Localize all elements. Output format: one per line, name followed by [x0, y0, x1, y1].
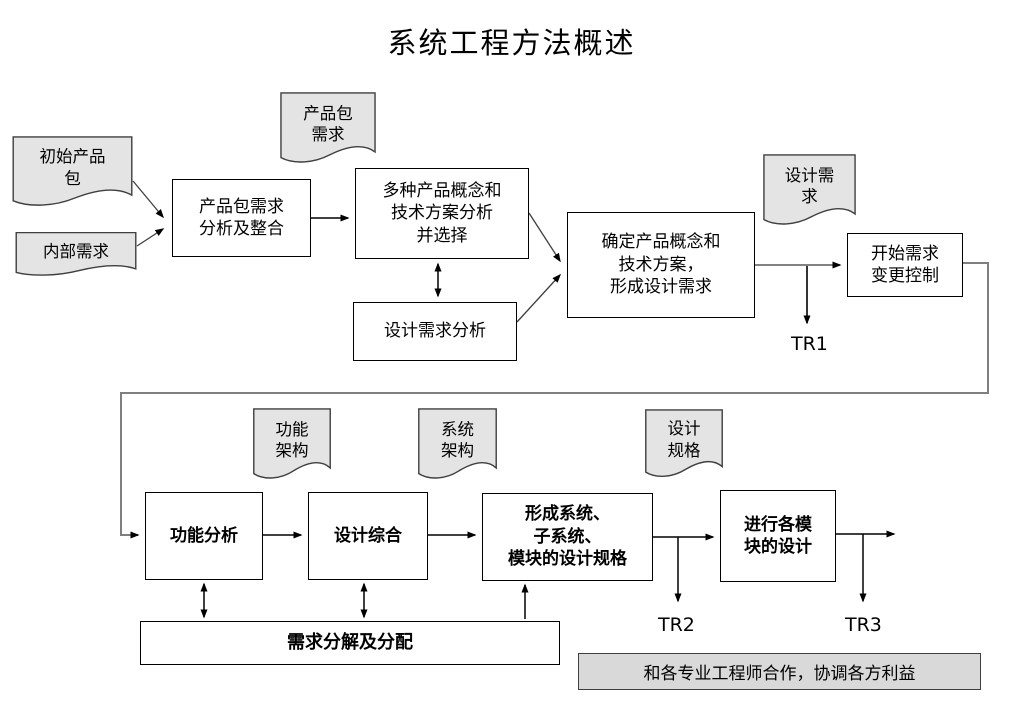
- box-label: 形成系统、: [525, 504, 610, 525]
- doc-design-requirements: 设计需 求: [763, 154, 856, 232]
- box-module-design: 进行各模 块的设计: [720, 490, 836, 582]
- doc-label: 设计需: [784, 165, 835, 185]
- box-start-change-control: 开始需求 变更控制: [847, 233, 963, 297]
- box-label: 块的设计: [744, 537, 812, 557]
- box-label: 技术方案，: [618, 254, 704, 275]
- document-shape-icon: [15, 232, 137, 280]
- box-label: 确定产品概念和: [601, 232, 721, 253]
- milestone-tr1: TR1: [791, 333, 828, 355]
- doc-label: 内部需求: [43, 241, 109, 261]
- doc-label: 产品包: [303, 103, 353, 123]
- box-label: 变更控制: [871, 266, 939, 286]
- doc-internal-requirements: 内部需求: [15, 232, 137, 280]
- box-form-specs: 形成系统、 子系统、 模块的设计规格: [482, 493, 653, 581]
- doc-label: 架构: [441, 440, 474, 460]
- document-shape-icon: [418, 408, 497, 486]
- box-label: 功能分析: [170, 525, 238, 546]
- box-label: 技术方案分析: [391, 203, 493, 224]
- box-concept-analysis: 多种产品概念和 技术方案分析 并选择: [355, 168, 529, 259]
- note-cooperate-engineers: 和各专业工程师合作，协调各方利益: [578, 653, 981, 690]
- box-confirm-concept: 确定产品概念和 技术方案， 形成设计需求: [567, 212, 755, 318]
- doc-label: 系统: [441, 419, 474, 439]
- box-label: 子系统、: [533, 526, 602, 547]
- arrow-concept-to-confirm: [528, 212, 561, 263]
- box-label: 进行各模: [744, 514, 812, 535]
- box-label: 并选择: [416, 225, 468, 246]
- doc-label: 初始产品: [39, 147, 106, 167]
- page-title: 系统工程方法概述: [387, 26, 636, 60]
- box-design-req-analysis: 设计需求分析: [353, 302, 517, 361]
- doc-label: 设计: [667, 419, 701, 439]
- doc-initial-product-package: 初始产品 包: [12, 136, 133, 213]
- box-label: 形成设计需求: [610, 277, 712, 298]
- arrow-internal-to-analysis: [136, 228, 165, 247]
- doc-label: 包: [64, 168, 81, 188]
- doc-label: 功能: [275, 419, 309, 439]
- box-label: 多种产品概念和: [382, 180, 502, 201]
- box-functional-analysis: 功能分析: [145, 492, 263, 580]
- doc-label: 需求: [311, 124, 345, 144]
- box-label: 产品包需求: [199, 196, 284, 217]
- document-shape-icon: [645, 409, 723, 484]
- doc-label: 规格: [667, 440, 701, 460]
- doc-system-architecture: 系统 架构: [418, 408, 497, 486]
- document-shape-icon: [763, 154, 856, 232]
- box-label: 开始需求: [871, 243, 939, 264]
- box-label: 需求分解及分配: [287, 632, 413, 654]
- doc-label: 求: [801, 186, 818, 206]
- document-shape-icon: [253, 408, 331, 486]
- box-label: 分析及整合: [199, 219, 284, 239]
- doc-label: 架构: [275, 440, 309, 460]
- note-label: 和各专业工程师合作，协调各方利益: [643, 664, 916, 684]
- doc-product-package-requirements: 产品包 需求: [280, 92, 376, 170]
- arrow-initial-to-analysis: [132, 180, 164, 219]
- document-shape-icon: [12, 136, 133, 213]
- document-shape-icon: [280, 92, 376, 170]
- doc-design-specification: 设计 规格: [645, 409, 723, 484]
- box-label: 设计需求分析: [384, 321, 486, 342]
- milestone-tr3: TR3: [845, 614, 882, 636]
- box-design-synthesis: 设计综合: [308, 492, 428, 580]
- box-label: 设计综合: [334, 525, 402, 546]
- box-package-req-analysis: 产品包需求 分析及整合: [172, 179, 311, 257]
- box-req-decompose: 需求分解及分配: [140, 621, 560, 665]
- box-label: 模块的设计规格: [508, 549, 627, 570]
- doc-functional-architecture: 功能 架构: [253, 408, 331, 486]
- arrow-designreq-to-confirm: [516, 273, 562, 323]
- milestone-tr2: TR2: [658, 614, 695, 636]
